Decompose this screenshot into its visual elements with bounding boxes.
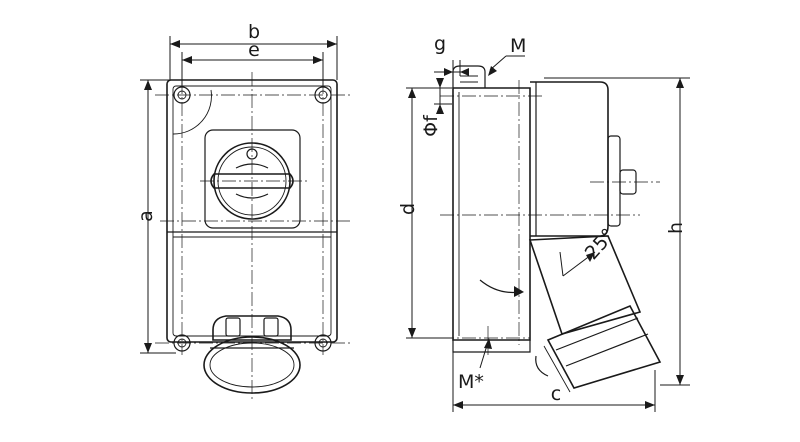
dimension-g: g xyxy=(434,33,469,76)
switch-plate xyxy=(204,129,301,229)
angled-socket-outlet xyxy=(535,304,662,393)
corner-arc xyxy=(172,89,212,135)
label-b: b xyxy=(248,21,260,43)
callout-m-top: M xyxy=(488,35,526,76)
side-enclosure-back xyxy=(452,87,531,341)
side-view: 25° xyxy=(440,65,662,393)
dimension-phi-f: Φf xyxy=(420,78,452,137)
dimension-d: d xyxy=(397,87,452,339)
dimension-a: a xyxy=(135,79,176,354)
front-view xyxy=(155,72,352,400)
label-m-star: M* xyxy=(458,371,484,393)
label-d: d xyxy=(397,203,419,215)
angled-socket-housing xyxy=(528,235,642,335)
side-switch-knob xyxy=(607,135,621,227)
side-front-cover xyxy=(530,81,609,237)
label-c: c xyxy=(551,383,561,405)
label-phi-f: Φf xyxy=(420,114,442,137)
callout-m-star: M* xyxy=(458,338,492,393)
dimension-c: c xyxy=(452,352,656,412)
label-m-top: M xyxy=(510,35,526,57)
label-a: a xyxy=(135,210,157,222)
label-h: h xyxy=(665,222,687,234)
dimension-b: b xyxy=(169,21,338,80)
dimension-h: h xyxy=(544,77,690,386)
dimension-e: e xyxy=(181,39,324,86)
rotary-switch-handle xyxy=(210,173,294,189)
label-e: e xyxy=(248,39,260,61)
label-g: g xyxy=(434,33,446,55)
